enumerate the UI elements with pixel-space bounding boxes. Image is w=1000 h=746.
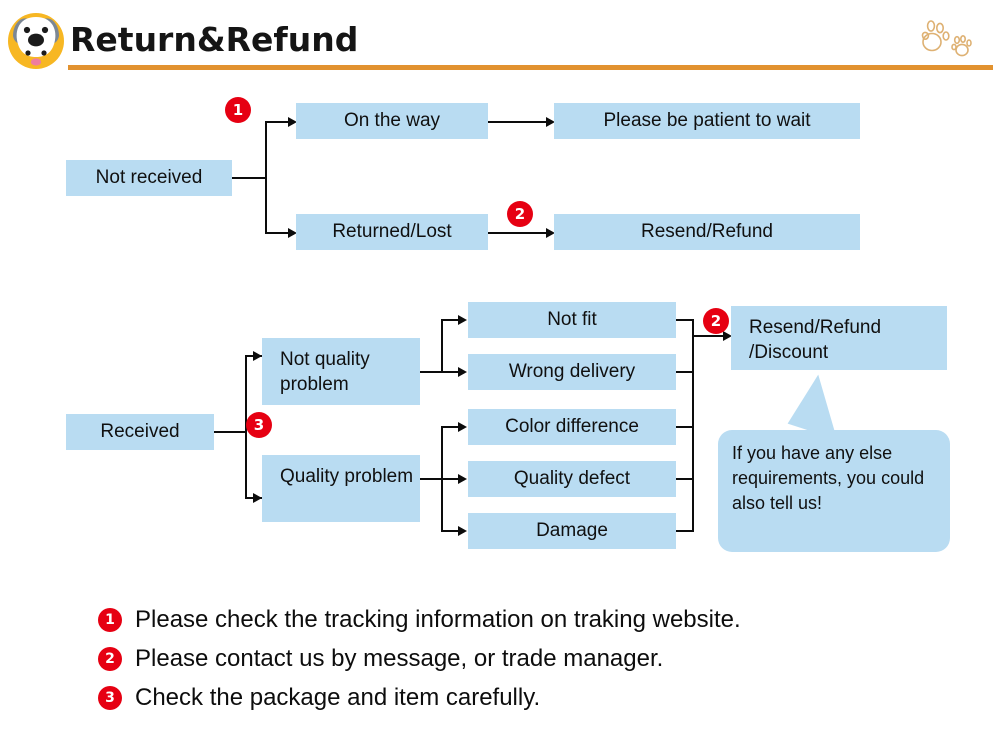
flow2-g1-r2-line xyxy=(441,371,460,373)
flow1-branch1-line xyxy=(265,121,290,123)
outcome-line-2: /Discount xyxy=(749,342,829,364)
flow2-g2-r1-arrow xyxy=(458,422,467,432)
badge-2-flow2: 2 xyxy=(703,308,729,334)
flow2-merge-bus xyxy=(692,319,694,532)
note-item: 3 Check the package and item carefully. xyxy=(98,678,958,717)
flow1-branch2-line xyxy=(265,232,290,234)
note-badge-2: 2 xyxy=(98,646,122,671)
flow2-outcome-line xyxy=(692,335,728,337)
flow2-root-stem xyxy=(214,431,246,433)
note-item: 2 Please contact us by message, or trade… xyxy=(98,639,958,678)
flow1-result2-arrow xyxy=(546,228,555,238)
flow2-outcome-arrow xyxy=(723,331,732,341)
note-badge-1: 1 xyxy=(98,607,122,632)
flow2-g1-r2-arrow xyxy=(458,367,467,377)
flow2-g2-r2-arrow xyxy=(458,474,467,484)
flow2-g2-stem xyxy=(420,478,442,480)
flow2-box-quality-problem[interactable]: Quality problem xyxy=(262,455,420,522)
page-header: Return&Refund xyxy=(0,0,1000,82)
speech-bubble: If you have any else requirements, you c… xyxy=(718,430,950,552)
flow1-box-be-patient[interactable]: Please be patient to wait xyxy=(554,103,860,139)
flow1-branch2-arrow xyxy=(288,228,297,238)
header-divider xyxy=(68,65,993,70)
flow1-root-box[interactable]: Not received xyxy=(66,160,232,196)
flow2-merge-l1 xyxy=(676,319,694,321)
flow1-root-stem xyxy=(232,177,266,179)
flow2-group1-arrow xyxy=(253,351,262,361)
note-text-2: Please contact us by message, or trade m… xyxy=(135,644,664,672)
flow2-g1-r1-line xyxy=(441,319,460,321)
flow2-box-color-difference[interactable]: Color difference xyxy=(468,409,676,445)
flow1-box-resend-refund[interactable]: Resend/Refund xyxy=(554,214,860,250)
flow1-branch1-arrow xyxy=(288,117,297,127)
flow2-merge-l5 xyxy=(676,530,694,532)
flow2-group2-arrow xyxy=(253,493,262,503)
flow2-box-not-quality-problem[interactable]: Not quality problem xyxy=(262,338,420,405)
flow2-g1-bus xyxy=(441,319,443,372)
note-item: 1 Please check the tracking information … xyxy=(98,600,958,639)
notes-list: 1 Please check the tracking information … xyxy=(98,600,958,717)
flow2-box-quality-defect[interactable]: Quality defect xyxy=(468,461,676,497)
outcome-line-1: Resend/Refund xyxy=(749,317,882,338)
flow2-box-not-fit[interactable]: Not fit xyxy=(468,302,676,338)
flow1-box-returned-lost[interactable]: Returned/Lost xyxy=(296,214,488,250)
flow2-g2-r3-line xyxy=(441,530,460,532)
flow2-root-box[interactable]: Received xyxy=(66,414,214,450)
flow2-merge-l2 xyxy=(676,371,694,373)
flow2-g2-r2-line xyxy=(441,478,460,480)
flow1-result1-line xyxy=(488,121,548,123)
badge-3-flow2: 3 xyxy=(246,412,272,438)
flow2-g1-stem xyxy=(420,371,442,373)
badge-1-flow1: 1 xyxy=(225,97,251,123)
note-badge-3: 3 xyxy=(98,685,122,710)
flow1-result2-line xyxy=(488,232,548,234)
flow1-box-on-the-way[interactable]: On the way xyxy=(296,103,488,139)
flow2-merge-l3 xyxy=(676,426,694,428)
flow2-box-outcome[interactable]: Resend/Refund /Discount xyxy=(731,306,947,370)
dog-face-icon xyxy=(8,13,64,69)
badge-2-flow1: 2 xyxy=(507,201,533,227)
page-title: Return&Refund xyxy=(70,20,359,59)
flow2-g2-r3-arrow xyxy=(458,526,467,536)
note-text-3: Check the package and item carefully. xyxy=(135,683,541,711)
paw-prints-icon xyxy=(921,20,972,57)
flow2-box-wrong-delivery[interactable]: Wrong delivery xyxy=(468,354,676,390)
flow2-g2-r1-line xyxy=(441,426,460,428)
flow2-g1-r1-arrow xyxy=(458,315,467,325)
flow1-result1-arrow xyxy=(546,117,555,127)
flow1-bus xyxy=(265,121,267,234)
note-text-1: Please check the tracking information on… xyxy=(135,605,741,633)
flow2-box-damage[interactable]: Damage xyxy=(468,513,676,549)
flow2-merge-l4 xyxy=(676,478,694,480)
